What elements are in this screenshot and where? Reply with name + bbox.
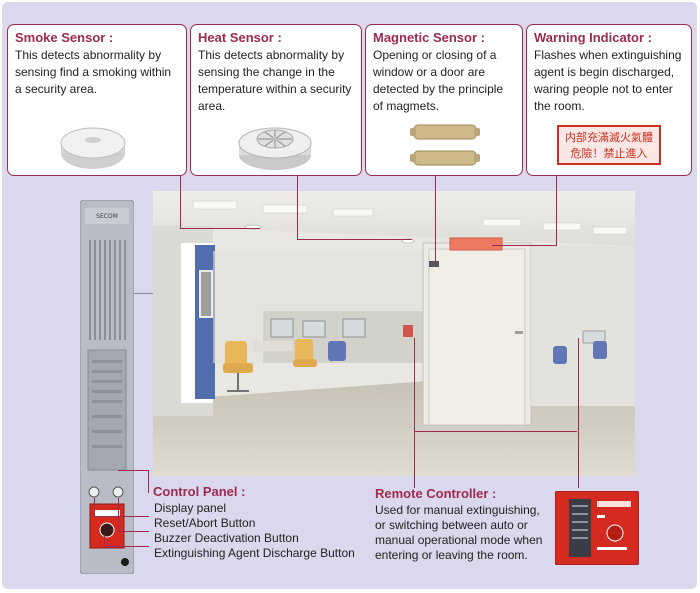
heat-sensor-card: Heat Sensor : This detects abnormality b…	[190, 24, 362, 176]
panel-brand-label: SECOM	[96, 213, 118, 220]
smoke-sensor-description: This detects abnormality by sensing find…	[15, 48, 172, 96]
warning-indicator-description: Flashes when extinguishing agent is begi…	[534, 48, 682, 113]
control-panel-title: Control Panel :	[153, 484, 246, 499]
heat-sensor-description: This detects abnormality by sensing the …	[198, 48, 352, 113]
warning-sign-line-2: 危險！禁止進入	[571, 146, 648, 160]
reset-abort-button[interactable]	[88, 486, 100, 498]
remote-controller-device	[555, 491, 639, 565]
smoke-sensor-card: Smoke Sensor : This detects abnormality …	[7, 24, 187, 176]
smoke-sensor-title: Smoke Sensor :	[15, 30, 114, 45]
control-panel-item-reset: Reset/Abort Button	[154, 516, 256, 530]
control-panel-device: SECOM	[80, 200, 134, 574]
warning-indicator-title: Warning Indicator :	[534, 30, 652, 45]
smoke-sensor-icon	[60, 127, 126, 169]
display-panel	[92, 360, 122, 448]
heat-sensor-icon	[238, 127, 312, 170]
control-panel-item-discharge: Extinguishing Agent Discharge Button	[154, 546, 355, 560]
magnetic-sensor-title: Magnetic Sensor :	[373, 30, 485, 45]
control-panel-items: Display panel Reset/Abort Button Buzzer …	[154, 501, 355, 561]
office-scene-illustration	[153, 191, 635, 476]
warning-indicator-card: Warning Indicator : Flashes when extingu…	[526, 24, 692, 176]
heat-sensor-title: Heat Sensor :	[198, 30, 282, 45]
remote-controller-description: Used for manual extinguishing, or switch…	[375, 503, 543, 562]
control-panel-item-buzzer: Buzzer Deactivation Button	[154, 531, 299, 545]
remote-controller-title: Remote Controller :	[375, 486, 497, 501]
extinguishing-agent-discharge-button[interactable]	[99, 522, 115, 538]
buzzer-deactivation-button[interactable]	[112, 486, 124, 498]
magnetic-sensor-card: Magnetic Sensor : Opening or closing of …	[365, 24, 523, 176]
magnetic-sensor-description: Opening or closing of a window or a door…	[373, 48, 504, 113]
warning-indicator-icon: 内部充滿滅火氣體 危險！禁止進入	[557, 125, 661, 165]
control-panel-item-display: Display panel	[154, 501, 227, 515]
magnetic-sensor-icon	[410, 124, 480, 166]
warning-sign-line-1: 内部充滿滅火氣體	[565, 130, 653, 144]
